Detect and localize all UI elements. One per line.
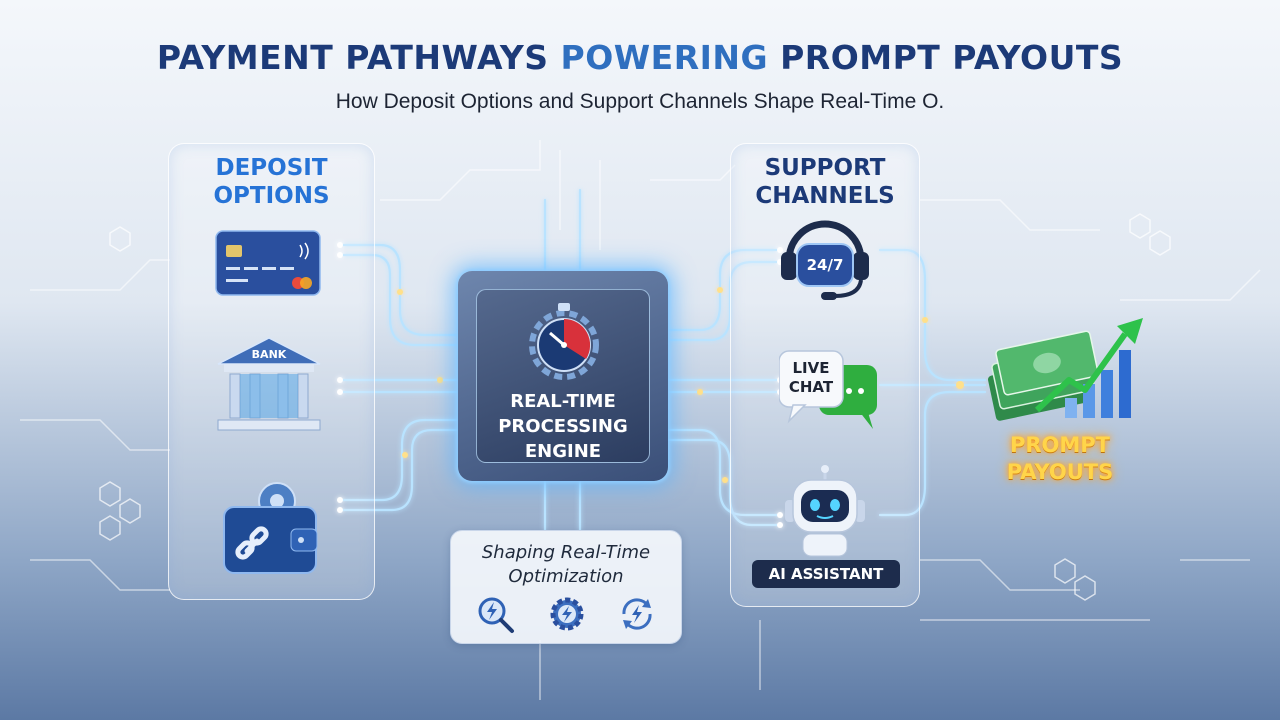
stopwatch-gear-icon [529, 303, 599, 380]
ai-assistant-label: AI Assistant [752, 560, 900, 588]
chat-label-line-2: CHAT [788, 378, 834, 396]
page-title: Payment Pathways Powering Prompt Payouts [0, 38, 1280, 77]
headset-icon: 24/7 [775, 216, 875, 306]
deposit-options-panel: Deposit Options BANK [168, 143, 375, 600]
payouts-line-2: Payouts [1006, 460, 1114, 484]
chat-icon: LIVE CHAT [779, 349, 889, 439]
page-subtitle: How Deposit Options and Support Channels… [335, 90, 945, 113]
optimization-box: Shaping Real-Time Optimization [450, 530, 682, 644]
engine-label: Real-Time Processing Engine [458, 389, 668, 464]
chat-label: LIVE CHAT [779, 359, 843, 397]
deposit-title-line-2: Options [213, 183, 330, 209]
money-chart-icon [988, 318, 1143, 421]
support-channels-title: Support Channels [731, 154, 919, 210]
magnifier-lightning-icon [478, 597, 514, 633]
engine-label-line-2: Processing [498, 416, 628, 437]
optimization-line-2: Optimization [508, 566, 624, 587]
robot-icon [785, 465, 865, 557]
support-title-line-2: Channels [755, 183, 895, 209]
deposit-options-title: Deposit Options [169, 154, 374, 210]
headset-label: 24/7 [806, 256, 844, 274]
support-channels-panel: Support Channels 24/7 LIVE CHAT [730, 143, 920, 607]
processing-engine: Real-Time Processing Engine [458, 271, 668, 481]
bank-icon: BANK [214, 334, 324, 434]
bank-label: BANK [251, 348, 287, 361]
optimization-line-1: Shaping Real-Time [481, 542, 651, 563]
title-part-3: Prompt Payouts [780, 38, 1124, 77]
optimization-label: Shaping Real-Time Optimization [451, 541, 681, 589]
deposit-title-line-1: Deposit [215, 155, 328, 181]
credit-card-icon [215, 230, 321, 296]
gear-lightning-icon [550, 597, 584, 631]
refresh-lightning-icon [622, 598, 652, 630]
support-title-line-1: Support [764, 155, 886, 181]
wallet-icon [223, 482, 318, 574]
payouts-line-1: Prompt [1009, 433, 1111, 457]
title-part-1: Payment Pathways [156, 38, 549, 77]
chat-label-line-1: LIVE [792, 359, 830, 377]
title-part-2: Powering [560, 38, 769, 77]
prompt-payouts-label: Prompt Payouts [975, 432, 1145, 486]
engine-label-line-1: Real-Time [510, 391, 616, 412]
engine-label-line-3: Engine [524, 441, 602, 462]
